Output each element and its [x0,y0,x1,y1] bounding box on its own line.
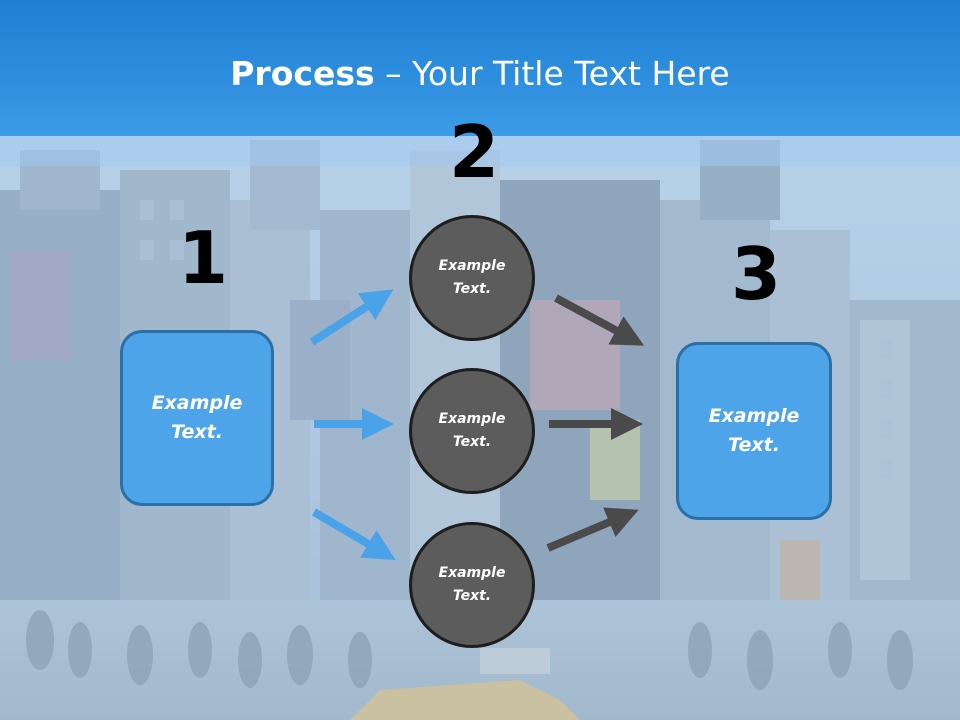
right-process-box: Example Text. [676,342,832,520]
arrow-blue-down [311,508,396,561]
arrow-dark-down [554,294,645,346]
process-circle-top: Example Text. [409,215,535,341]
page-title: Process – Your Title Text Here [0,52,960,96]
arrow-blue-up [309,289,394,346]
step-number-1: 1 [178,216,229,300]
title-bold-part: Process [230,54,375,93]
arrow-dark-up [546,507,639,552]
left-process-box: Example Text. [120,330,274,506]
right-box-label: Example Text. [708,405,800,456]
step-number-2: 2 [449,110,500,194]
header-bar [0,0,960,136]
process-circle-bottom: Example Text. [409,522,535,648]
circle-bottom-label: Example Text. [438,565,506,604]
title-rest-part: – Your Title Text Here [374,54,730,93]
left-box-label: Example Text. [151,392,243,443]
circle-middle-label: Example Text. [438,411,506,450]
process-circle-middle: Example Text. [409,368,535,494]
header-band [0,136,960,166]
step-number-3: 3 [731,232,782,316]
circle-top-label: Example Text. [438,258,506,297]
